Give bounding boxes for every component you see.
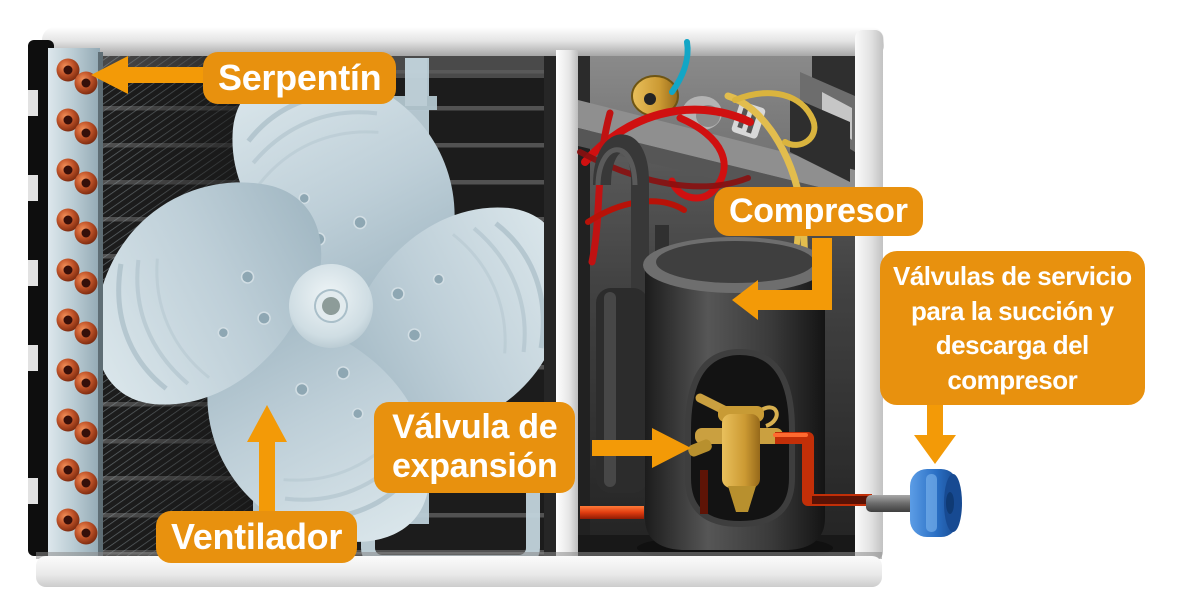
valvulas-servicio-arrow xyxy=(914,393,956,464)
valvula-expansion-arrow xyxy=(592,428,691,468)
compressor-body xyxy=(637,237,833,561)
shelf-bracket xyxy=(790,96,850,182)
compresor-label: Compresor xyxy=(714,187,923,237)
coil-frame-notches xyxy=(28,90,38,504)
fan-hub xyxy=(289,264,373,348)
condenser-coil xyxy=(28,40,103,560)
service-valve-assembly xyxy=(866,469,962,537)
ventilador-label: Ventilador xyxy=(156,511,358,563)
ventilador-arrow xyxy=(247,405,287,512)
service-valve xyxy=(910,469,962,537)
serpentin-label: Serpentín xyxy=(203,52,397,104)
fan-compartment xyxy=(95,56,567,569)
unit-cabinet-frame xyxy=(42,27,884,560)
compressor-compartment xyxy=(577,39,872,561)
cyan-wire xyxy=(669,39,691,95)
compresor-arrow xyxy=(732,238,832,320)
service-pipe xyxy=(866,495,920,512)
valvulas-servicio-label: Válvulas de servicio para la succión y d… xyxy=(880,251,1145,406)
unit-base xyxy=(36,552,882,587)
serpentin-arrow xyxy=(91,56,208,94)
valvula-expansion-label: Válvula de expansión xyxy=(374,402,576,493)
expansion-valve xyxy=(685,348,795,528)
refrigerant-pipes xyxy=(580,432,872,519)
